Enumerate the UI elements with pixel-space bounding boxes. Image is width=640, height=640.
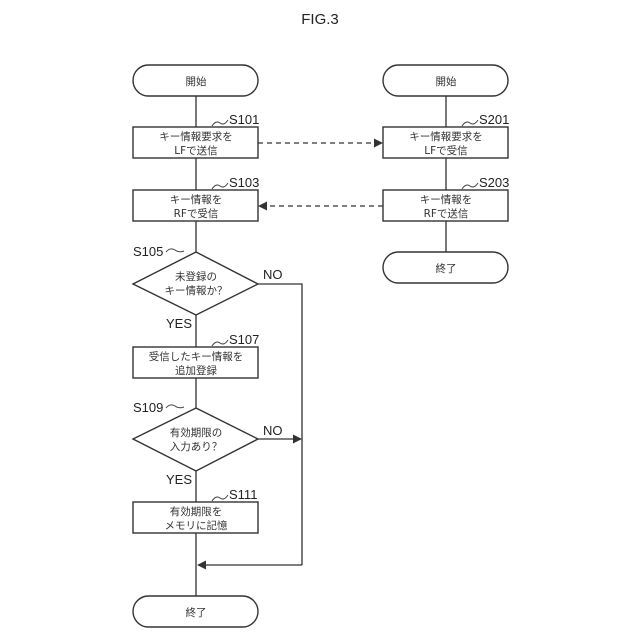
s103-line2: RFで受信 <box>174 208 219 220</box>
decision-s109: 有効期限の 入力あり？ S109 NO YES <box>133 400 283 487</box>
s107-step-label: S107 <box>229 332 259 347</box>
left-end-terminal: 終了 <box>133 596 258 627</box>
left-start-terminal: 開始 <box>133 65 258 96</box>
s201-line2: LFで受信 <box>424 145 467 157</box>
s111-step-label: S111 <box>229 487 257 502</box>
s103-leader <box>212 183 228 189</box>
s111-line2: メモリに記憶 <box>165 519 228 532</box>
s105-step-label: S105 <box>133 244 163 259</box>
s101-line1: キー情報要求を <box>159 130 233 143</box>
s203-step-label: S203 <box>479 175 509 190</box>
s101-leader <box>212 120 228 126</box>
s107-line2: 追加登録 <box>175 364 217 377</box>
right-end-label: 終了 <box>436 262 457 275</box>
right-start-terminal: 開始 <box>383 65 508 96</box>
s107-leader <box>212 340 228 346</box>
s107-line1: 受信したキー情報を <box>149 350 244 363</box>
s109-step-label: S109 <box>133 400 163 415</box>
figure-title: FIG.3 <box>301 11 339 28</box>
right-end-terminal: 終了 <box>383 252 508 283</box>
s105-leader <box>166 249 184 252</box>
s109-leader <box>166 405 184 408</box>
left-end-label: 終了 <box>186 606 207 619</box>
s201-step-label: S201 <box>479 112 509 127</box>
s109-yes-label: YES <box>166 472 192 487</box>
s105-no-label: NO <box>263 267 283 282</box>
s111-line1: 有効期限を <box>170 505 223 518</box>
s103-step-label: S103 <box>229 175 259 190</box>
s201-leader <box>462 120 478 126</box>
s109-line2: 入力あり？ <box>170 440 223 453</box>
s203-leader <box>462 183 478 189</box>
s103-line1: キー情報を <box>170 193 223 206</box>
s101-line2: LFで送信 <box>174 144 217 157</box>
right-start-label: 開始 <box>436 75 457 88</box>
s201-line1: キー情報要求を <box>409 130 483 143</box>
s101-step-label: S101 <box>229 112 259 127</box>
s203-line2: RFで送信 <box>424 207 469 220</box>
s105-line1: 未登録の <box>175 270 217 283</box>
left-start-label: 開始 <box>186 75 207 88</box>
decision-s105: 未登録の キー情報か？ S105 NO YES <box>133 244 283 331</box>
s109-no-label: NO <box>263 423 283 438</box>
s105-yes-label: YES <box>166 316 192 331</box>
s111-leader <box>212 495 228 501</box>
s109-line1: 有効期限の <box>170 426 223 439</box>
s203-line1: キー情報を <box>420 193 473 206</box>
s105-line2: キー情報か？ <box>165 284 228 297</box>
